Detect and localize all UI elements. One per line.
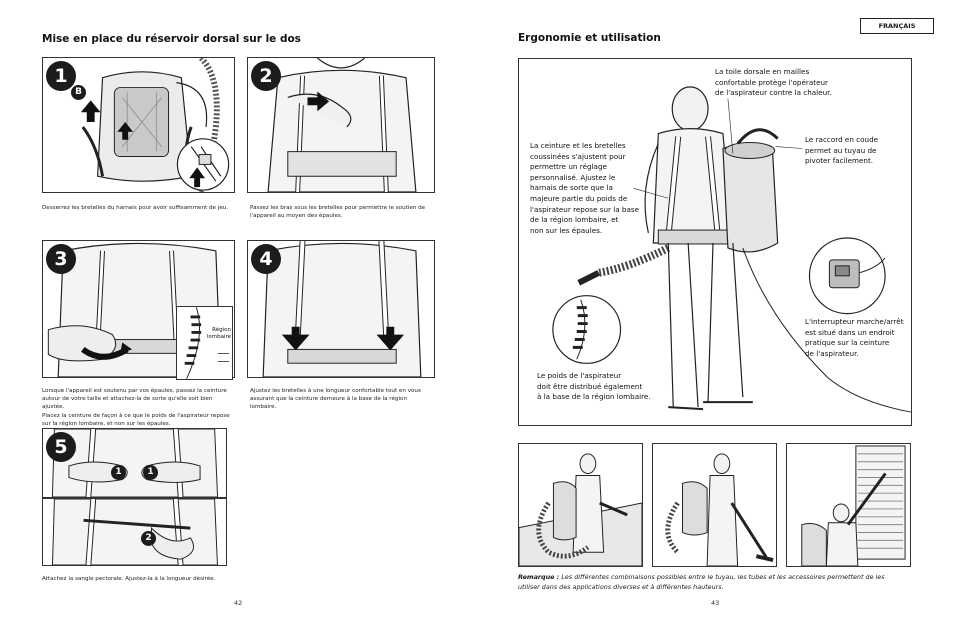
step-4-caption: Ajustez les bretelles à une longueur con…: [250, 387, 435, 412]
callout-line: harnais de sorte que la: [530, 183, 613, 193]
callout-line: permettre un réglage: [530, 162, 607, 172]
left-page-title: Mise en place du réservoir dorsal sur le…: [42, 33, 301, 45]
callout-line: La toile dorsale en mailles: [715, 67, 810, 76]
callout-line: de la région lombaire, et: [530, 215, 619, 225]
chest-strap-buckle-drawing: [51, 429, 219, 497]
spine-drawing: [184, 307, 230, 379]
step-5-top-illustration: 5 1 1: [42, 428, 227, 498]
region-label-line-2: lombaire: [206, 334, 231, 340]
callout-line: coussinées s'ajustent pour: [530, 151, 626, 161]
step-2-caption: Passez les bras sous les bretelles pour …: [250, 205, 426, 220]
step-3-caption-line: sur la région lombaire, et non sur les é…: [42, 420, 171, 427]
callout-line: Le poids de l'aspirateur: [537, 371, 622, 380]
arms-through-straps-drawing: [267, 58, 417, 192]
usage-illustration-counter: [518, 443, 643, 567]
step-3-region-label: Région lombaire: [199, 327, 231, 341]
callout-line: permet au tuyau de: [805, 145, 877, 155]
callout-line: pratique sur la ceinture: [805, 338, 890, 348]
step-1-marker-b: B: [71, 85, 86, 100]
left-page-number: 42: [234, 599, 243, 607]
chest-strap-adjust-drawing: [51, 499, 218, 565]
strap-adjustment-drawing: [262, 241, 422, 377]
right-page-title: Ergonomie et utilisation: [518, 32, 661, 44]
callout-belt: La ceinture et les bretelles coussinées …: [530, 141, 648, 236]
step-5-caption: Attachez la sangle pectorale. Ajustez-la…: [42, 576, 216, 582]
callout-back-mesh: La toile dorsale en mailles confortable …: [715, 67, 865, 99]
callout-line: personnalisé. Ajustez le: [530, 172, 616, 182]
backpack-harness-drawing: [80, 58, 230, 192]
step-3-caption-line: autour de votre taille et attachez-la de…: [42, 396, 213, 411]
callout-line: non sur les épaules.: [530, 225, 603, 235]
step-3-caption-line: Placez la ceinture de façon à ce que le …: [42, 412, 230, 419]
step-4-caption-line: assurant que la ceinture demeure à la ba…: [250, 396, 407, 411]
usage-illustration-floor: [652, 443, 777, 567]
region-label-line-1: Région: [212, 327, 231, 333]
remark-label: Remarque :: [518, 573, 560, 581]
callout-line: de l'aspirateur.: [805, 348, 859, 358]
callout-line: de l'aspirateur contre la chaleur.: [715, 88, 832, 98]
step-1-number: 1: [46, 61, 76, 91]
language-tab: FRANÇAIS: [860, 18, 934, 34]
usage-illustration-blinds: [786, 443, 911, 567]
step-2-number: 2: [251, 61, 281, 91]
callout-weight: Le poids de l'aspirateur doit être distr…: [537, 371, 672, 403]
step-4-caption-line: Ajustez les bretelles à une longueur con…: [250, 388, 421, 394]
step-3-caption-line: Lorsque l'appareil est soutenu par vos é…: [42, 388, 227, 394]
ergonomics-illustration: La toile dorsale en mailles confortable …: [518, 58, 912, 426]
step-5-marker-2: 2: [141, 531, 156, 546]
callout-line: L'interrupteur marche/arrêt: [805, 317, 904, 326]
step-5-number: 5: [46, 432, 76, 462]
step-1-caption: Desserrez les bretelles du harnais pour …: [42, 205, 229, 211]
callout-line: à la base de la région lombaire.: [537, 392, 651, 402]
step-3-number: 3: [46, 244, 76, 274]
callout-line: La ceinture et les bretelles: [530, 141, 626, 150]
step-3-spine-inset: Région lombaire: [176, 306, 233, 380]
callout-line: pivoter facilement.: [805, 156, 874, 166]
step-3-caption: Lorsque l'appareil est soutenu par vos é…: [42, 387, 235, 428]
step-4-illustration: 4: [247, 240, 435, 378]
callout-switch: L'interrupteur marche/arrêt est situé da…: [805, 317, 909, 359]
operator-with-backpack-vacuum-drawing: [552, 86, 911, 413]
callout-line: majeure partie du poids de: [530, 193, 628, 203]
callout-elbow: Le raccord en coude permet au tuyau de p…: [805, 135, 905, 167]
cleaning-counter-drawing: [519, 453, 642, 566]
step-4-number: 4: [251, 244, 281, 274]
cleaning-floor-drawing: [665, 453, 774, 566]
callout-line: l'aspirateur repose sur la base: [530, 204, 640, 214]
step-5-marker-1a: 1: [111, 465, 126, 480]
callout-line: doit être distribué également: [537, 381, 643, 391]
step-5-marker-1b: 1: [143, 465, 158, 480]
step-2-illustration: 2: [247, 57, 435, 193]
remark-text: Les différentes combinaisons possibles e…: [518, 573, 885, 591]
remark-note: Remarque : Les différentes combinaisons …: [518, 573, 908, 592]
callout-line: confortable protège l'opérateur: [715, 77, 829, 87]
callout-line: Le raccord en coude: [805, 135, 879, 144]
right-page-number: 43: [711, 599, 720, 607]
step-5-bottom-illustration: 2: [42, 498, 227, 566]
callout-line: est situé dans un endroit: [805, 327, 895, 337]
step-1-illustration: 1 B: [42, 57, 235, 193]
cleaning-blinds-drawing: [801, 445, 906, 566]
